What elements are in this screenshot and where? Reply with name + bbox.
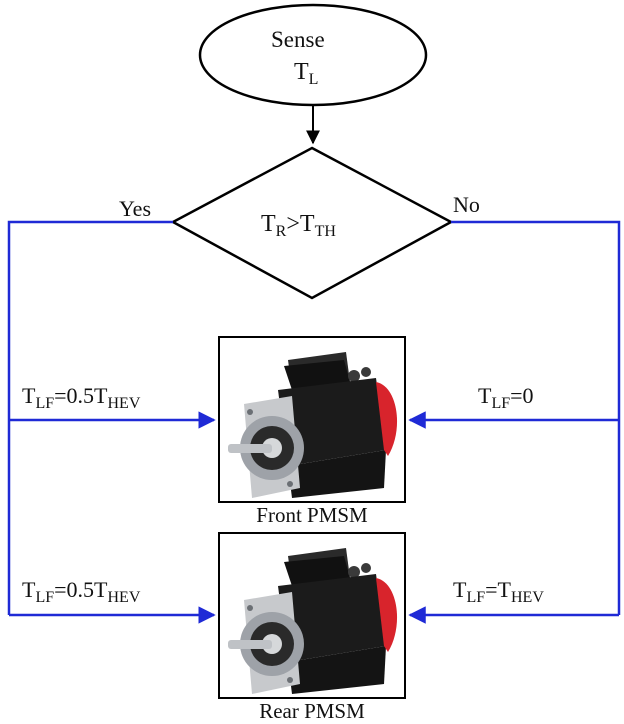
eq-fl-sub2: HEV (107, 395, 141, 412)
start-node (198, 3, 428, 107)
start-label-line2: TL (294, 60, 318, 88)
eq-rr-t: T (453, 577, 467, 602)
eq-rl-sub1: LF (35, 589, 55, 606)
eq-fr-sub: LF (491, 395, 511, 412)
no-branch-line (451, 220, 621, 615)
rear-right-equation: TLF=THEV (453, 579, 544, 606)
decision-node (170, 146, 454, 300)
eq-fl-sub1: LF (35, 395, 55, 412)
no-label: No (453, 192, 480, 217)
eq-rl-sub2: HEV (107, 589, 141, 606)
eq-fl-t: T (22, 383, 36, 408)
eq-rl-t: T (22, 577, 36, 602)
decision-b-sub: TH (314, 223, 336, 240)
eq-fr-t: T (478, 383, 492, 408)
decision-operator: > (286, 211, 300, 237)
rear-left-equation: TLF=0.5THEV (22, 579, 140, 606)
eq-rr-sub1: LF (466, 589, 486, 606)
decision-b: T (299, 211, 315, 237)
start-t-sub: L (308, 71, 319, 88)
front-left-equation: TLF=0.5THEV (22, 385, 140, 412)
eq-fl-mid: =0.5T (54, 383, 108, 408)
start-t-main: T (294, 59, 309, 85)
decision-condition: TR>TTH (261, 212, 336, 240)
front-motor-caption: Front PMSM (256, 503, 368, 527)
decision-a-sub: R (275, 223, 287, 240)
eq-rl-mid: =0.5T (54, 577, 108, 602)
front-right-equation: TLF=0 (478, 385, 534, 412)
eq-rr-sub2: HEV (510, 589, 544, 606)
rear-motor-caption: Rear PMSM (259, 699, 365, 723)
start-label-line1: Sense (271, 27, 325, 52)
yes-branch-line (7, 220, 173, 615)
decision-a: T (261, 211, 276, 237)
eq-fr-mid: =0 (510, 383, 534, 408)
yes-label: Yes (119, 196, 152, 221)
eq-rr-mid: =T (485, 577, 511, 602)
